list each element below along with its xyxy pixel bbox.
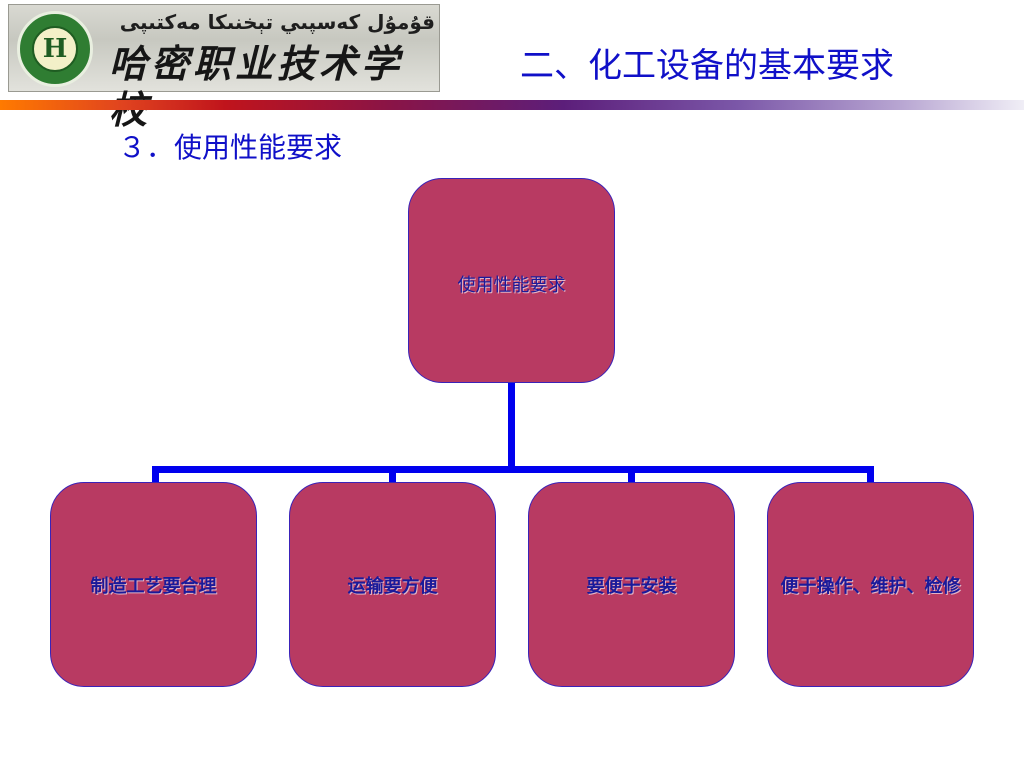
slide-title: 二、化工设备的基本要求 — [520, 46, 894, 86]
logo-uyghur-text: قۇمۇل كەسپىي تېخنىكا مەكتىپى — [119, 10, 435, 34]
child-node-label: 要便于安装 — [586, 575, 677, 597]
child-node-4: 便于操作、维护、检修 — [767, 482, 974, 687]
connector-drop-4 — [867, 466, 874, 484]
child-node-label: 制造工艺要合理 — [90, 575, 217, 597]
school-logo-banner: H قۇمۇل كەسپىي تېخنىكا مەكتىپى 哈密职业技术学校 — [8, 4, 440, 132]
child-node-label: 便于操作、维护、检修 — [780, 575, 961, 597]
connector-drop-1 — [152, 466, 159, 484]
connector-drop-3 — [628, 466, 635, 484]
connector-drop-2 — [389, 466, 396, 484]
root-node-label: 使用性能要求 — [457, 275, 566, 296]
connector-horizontal-bar — [152, 466, 874, 473]
connector-root-stem — [508, 382, 515, 470]
school-emblem-glyph: H — [32, 26, 78, 72]
child-node-3: 要便于安装 — [528, 482, 735, 687]
section-subtitle: ３．使用性能要求 — [118, 131, 343, 164]
child-node-label: 运输要方便 — [347, 575, 438, 597]
root-node: 使用性能要求 — [408, 178, 615, 383]
header-divider — [0, 100, 1024, 110]
child-node-2: 运输要方便 — [289, 482, 496, 687]
child-node-1: 制造工艺要合理 — [50, 482, 257, 687]
school-emblem-icon: H — [17, 11, 93, 87]
